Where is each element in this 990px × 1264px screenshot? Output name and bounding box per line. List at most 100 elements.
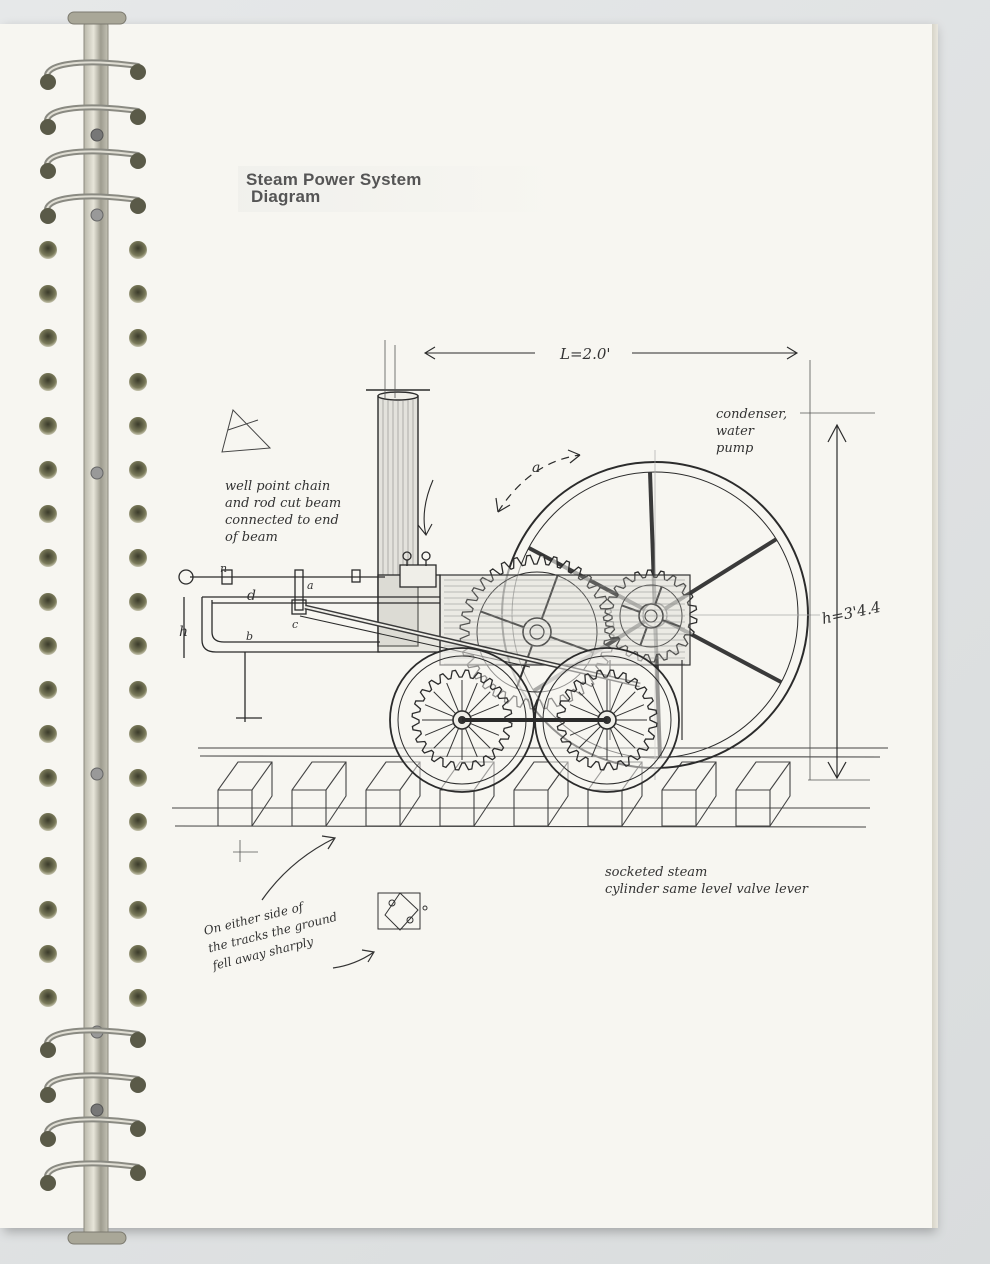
svg-text:well point chain: well point chain xyxy=(225,479,330,494)
punch-hole xyxy=(129,813,147,831)
sleeper xyxy=(735,761,791,827)
svg-text:of beam: of beam xyxy=(225,530,278,545)
gear-spoke xyxy=(621,604,641,613)
chimney xyxy=(366,389,430,647)
ring-hole xyxy=(130,1032,146,1048)
wheel-spoke xyxy=(569,722,600,736)
punch-hole xyxy=(39,901,57,919)
length-dimension xyxy=(423,346,799,360)
punch-hole xyxy=(129,945,147,963)
punch-hole xyxy=(39,329,57,347)
svg-text:socketed steam: socketed steam xyxy=(605,865,707,880)
wheel-spoke xyxy=(614,704,645,718)
svg-text:and rod cut beam: and rod cut beam xyxy=(225,496,341,511)
wheel-spoke xyxy=(609,682,623,713)
ring-hole xyxy=(130,109,146,125)
triangle-doodle xyxy=(221,409,272,453)
wheel-spoke xyxy=(591,727,605,758)
wheel-cog xyxy=(411,669,513,771)
page-title-line-2: Diagram xyxy=(251,187,321,206)
label-b: b xyxy=(246,630,253,643)
note-well-point: well point chain and rod cut beam connec… xyxy=(225,479,341,545)
punch-hole xyxy=(39,241,57,259)
svg-text:water: water xyxy=(716,424,755,439)
length-label: L=2.0' xyxy=(559,345,611,363)
svg-text:pump: pump xyxy=(716,441,754,456)
punch-holes xyxy=(39,241,147,1007)
svg-text:connected to end: connected to end xyxy=(225,513,339,528)
gear-spoke xyxy=(549,635,594,654)
sleeper-edge xyxy=(695,761,717,791)
sleeper xyxy=(661,761,717,827)
punch-hole xyxy=(39,637,57,655)
gear-axle xyxy=(529,624,545,640)
label-d: d xyxy=(247,588,256,604)
binding-spine xyxy=(67,11,127,1245)
punch-hole xyxy=(129,769,147,787)
label-a: a xyxy=(307,579,314,592)
ring-hole xyxy=(40,119,56,135)
label-c: c xyxy=(292,618,298,631)
punch-hole xyxy=(129,329,147,347)
punch-hole xyxy=(129,637,147,655)
punch-hole xyxy=(39,417,57,435)
ring-hole xyxy=(40,1087,56,1103)
wheel-spoke xyxy=(578,691,602,715)
wheel-spoke xyxy=(464,682,478,713)
svg-text:cylinder same level valve lev: cylinder same level valve lever xyxy=(605,882,809,897)
punch-hole xyxy=(39,373,57,391)
punch-hole xyxy=(39,989,57,1007)
binder-rings xyxy=(40,59,146,1191)
diamond-doodle xyxy=(377,892,428,931)
boiler xyxy=(377,551,441,653)
punch-hole xyxy=(39,813,57,831)
gear-spoke xyxy=(639,626,648,646)
wheel-spoke xyxy=(612,725,636,749)
label-n: n xyxy=(220,562,227,575)
wheel-spoke xyxy=(446,727,460,758)
height-label: h=3'4.4 xyxy=(820,598,882,628)
wheel-spoke xyxy=(467,691,491,715)
ring-hole xyxy=(130,64,146,80)
sleeper-edge xyxy=(325,761,347,791)
sleeper xyxy=(217,761,273,827)
gear-rim xyxy=(476,571,598,693)
ring-hole xyxy=(130,1077,146,1093)
punch-hole xyxy=(129,857,147,875)
ring-hole xyxy=(40,1131,56,1147)
punch-hole xyxy=(39,725,57,743)
punch-hole xyxy=(129,549,147,567)
page-edge xyxy=(932,24,938,1228)
gear-spoke xyxy=(654,586,663,606)
wheel-spoke xyxy=(469,704,500,718)
wheel-spoke xyxy=(467,725,491,749)
punch-hole xyxy=(129,373,147,391)
punch-hole xyxy=(129,989,147,1007)
wheel-spoke xyxy=(614,722,645,736)
punch-hole xyxy=(39,945,57,963)
pointer-arrows xyxy=(261,835,375,969)
punch-hole xyxy=(39,505,57,523)
punch-hole xyxy=(39,681,57,699)
note-condenser: condenser, water pump xyxy=(716,407,787,456)
ring-hole xyxy=(40,74,56,90)
punch-hole xyxy=(129,461,147,479)
ring-hole xyxy=(130,153,146,169)
svg-text:condenser,: condenser, xyxy=(716,407,787,422)
wheel-spoke xyxy=(464,727,478,758)
wheel-spoke xyxy=(433,725,457,749)
label-h: h xyxy=(179,624,188,640)
punch-hole xyxy=(39,857,57,875)
wheel-spoke xyxy=(424,704,455,718)
punch-hole xyxy=(129,901,147,919)
height-dimension xyxy=(827,423,847,780)
punch-hole xyxy=(39,769,57,787)
ring-hole xyxy=(40,208,56,224)
ring-hole xyxy=(40,1042,56,1058)
wheel-spoke xyxy=(446,682,460,713)
punch-hole xyxy=(39,549,57,567)
gear-spoke xyxy=(540,575,559,620)
sleeper xyxy=(291,761,347,827)
flow-arrow xyxy=(417,479,434,536)
